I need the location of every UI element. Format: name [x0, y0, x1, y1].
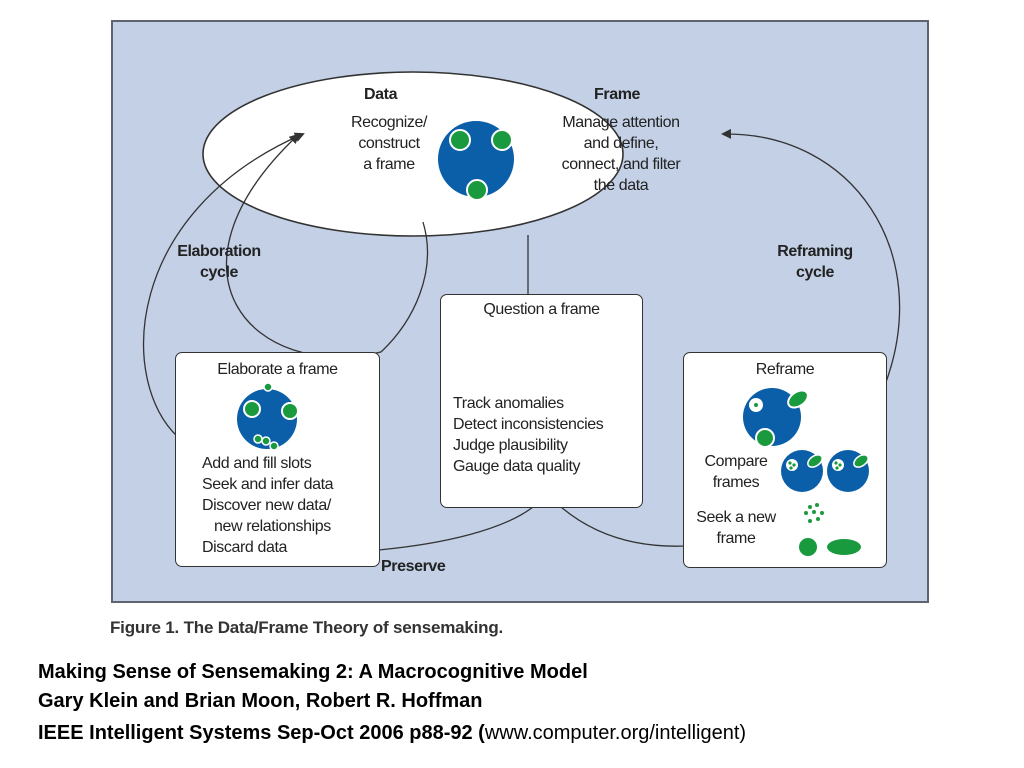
frame-title: Frame	[594, 86, 641, 103]
elaboration-cycle-label-2: cycle	[199, 264, 239, 281]
seek-label-1: Seek a new	[696, 509, 776, 526]
question-title: Question a frame	[483, 301, 600, 318]
reframe-box: Reframe Compare frames Seek a new frame	[683, 352, 887, 568]
frame-text-3: connect, and filter	[561, 156, 681, 173]
frame-text-4: the data	[593, 177, 649, 194]
elaborate-frame-icon	[237, 382, 299, 451]
citation-title: Making Sense of Sensemaking 2: A Macroco…	[38, 661, 588, 683]
citation-source-text: IEEE Intelligent Systems Sep-Oct 2006 p8…	[38, 722, 485, 744]
data-text-1: Recognize/	[350, 114, 428, 131]
citation-source: IEEE Intelligent Systems Sep-Oct 2006 p8…	[38, 722, 746, 745]
figure-diagram: Data Recognize/ construct a frame Frame …	[111, 20, 929, 603]
seek-new-frame-icon	[799, 503, 861, 556]
elaborate-item-2: Seek and infer data	[202, 476, 334, 493]
question-item-4: Gauge data quality	[453, 458, 581, 475]
data-text-3: a frame	[363, 156, 415, 173]
reframing-arc	[721, 128, 901, 383]
compare-frames-icon	[781, 450, 869, 492]
question-item-1: Track anomalies	[453, 395, 564, 412]
elaborate-title: Elaborate a frame	[217, 361, 338, 378]
question-item-2: Detect inconsistencies	[453, 416, 604, 433]
elaborate-item-3: Discover new data/	[202, 497, 331, 514]
reframe-title: Reframe	[755, 361, 815, 378]
frame-text-2: and define,	[583, 135, 659, 152]
citation-authors: Gary Klein and Brian Moon, Robert R. Hof…	[38, 690, 483, 712]
citation-url[interactable]: www.computer.org/intelligent	[484, 722, 740, 744]
elaboration-outer-arc	[142, 132, 305, 438]
data-text-2: construct	[358, 135, 420, 152]
elaborate-frame-box: Elaborate a frame Add and fill slots See…	[175, 352, 380, 567]
elaboration-cycle-label-1: Elaboration	[177, 243, 261, 260]
compare-label-1: Compare	[704, 453, 768, 470]
compare-label-2: frames	[712, 474, 760, 491]
question-frame-box: Question a frame Track anomalies Detect …	[440, 294, 643, 508]
preserve-curve	[377, 506, 534, 551]
elaborate-item-4: new relationships	[214, 518, 331, 535]
elaborate-item-1: Add and fill slots	[202, 455, 312, 472]
data-title: Data	[364, 86, 398, 103]
data-frame-ellipse	[202, 71, 624, 237]
reframing-cycle-label-1: Reframing	[777, 243, 853, 260]
citation-paren: )	[739, 722, 747, 744]
preserve-label: Preserve	[381, 558, 446, 575]
ellipse-to-elaborate-line	[380, 221, 429, 353]
question-item-3: Judge plausibility	[453, 437, 568, 454]
reframing-cycle-label-2: cycle	[795, 264, 835, 281]
ellipse-frame-icon	[438, 121, 514, 201]
figure-caption: Figure 1. The Data/Frame Theory of sense…	[110, 618, 504, 637]
seek-label-2: frame	[716, 530, 756, 547]
question-to-reframe-curve	[560, 506, 686, 547]
elaborate-item-5: Discard data	[202, 539, 288, 556]
frame-text-1: Manage attention	[562, 114, 680, 131]
reframe-frame-icon	[743, 388, 809, 448]
